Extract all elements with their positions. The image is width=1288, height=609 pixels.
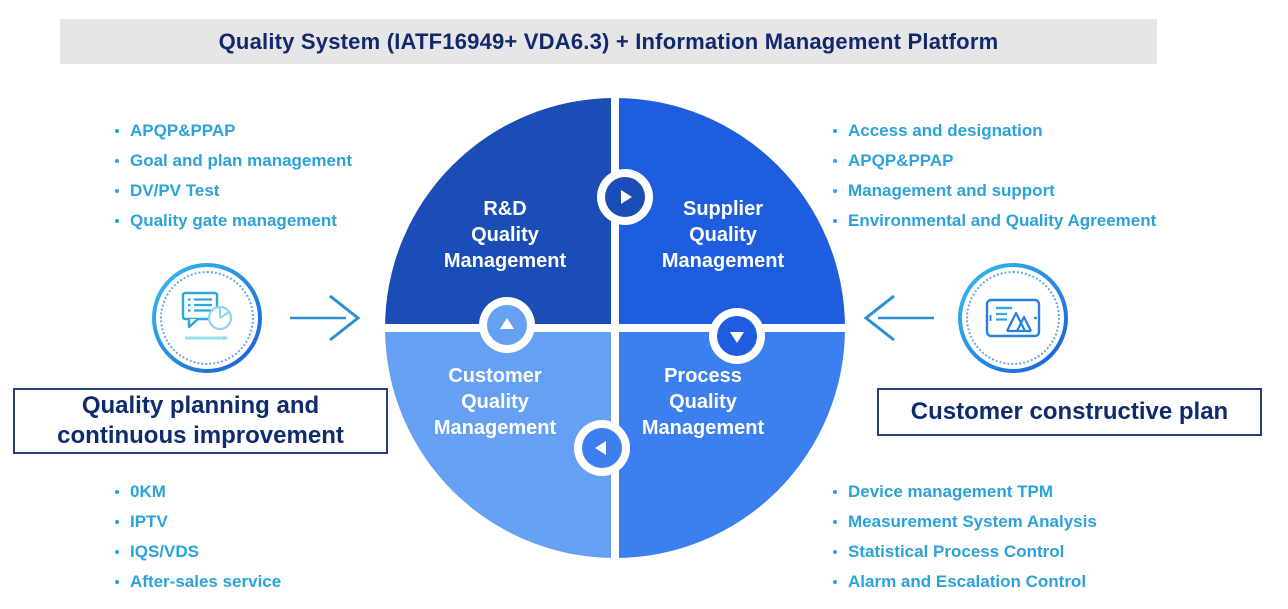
list-item: APQP&PPAP	[115, 116, 352, 146]
supplier-quality-list: Access and designation APQP&PPAP Managem…	[833, 116, 1156, 236]
flow-arrow-right-icon	[290, 294, 361, 342]
bullet-icon	[115, 490, 119, 494]
list-item: Management and support	[833, 176, 1156, 206]
quadrant-process	[619, 332, 845, 558]
quality-planning-callout: Quality planning and continuous improvem…	[13, 388, 388, 454]
list-item: IPTV	[115, 507, 281, 537]
bullet-icon	[115, 219, 119, 223]
list-item: Alarm and Escalation Control	[833, 567, 1097, 597]
knob-supplier-to-process	[709, 308, 765, 364]
quality-cycle-circle: R&D Quality Management Supplier Quality …	[385, 98, 845, 558]
quality-planning-label: Quality planning and continuous improvem…	[57, 392, 344, 449]
bullet-icon	[115, 159, 119, 163]
list-item: After-sales service	[115, 567, 281, 597]
arrow-up-icon	[500, 318, 514, 329]
list-item: Quality gate management	[115, 206, 352, 236]
list-item: Device management TPM	[833, 477, 1097, 507]
bullet-icon	[833, 219, 837, 223]
list-item: Measurement System Analysis	[833, 507, 1097, 537]
list-item: 0KM	[115, 477, 281, 507]
bullet-icon	[115, 580, 119, 584]
bullet-icon	[115, 129, 119, 133]
bullet-icon	[115, 550, 119, 554]
list-item: Environmental and Quality Agreement	[833, 206, 1156, 236]
list-item: APQP&PPAP	[833, 146, 1156, 176]
bullet-icon	[115, 520, 119, 524]
customer-plan-callout: Customer constructive plan	[877, 388, 1262, 436]
list-item: DV/PV Test	[115, 176, 352, 206]
customer-plan-medallion	[958, 263, 1068, 373]
flow-arrow-left-icon	[863, 294, 934, 342]
bullet-icon	[833, 159, 837, 163]
quality-planning-medallion	[152, 263, 262, 373]
chat-report-pie-icon	[181, 291, 233, 341]
tablet-chart-icon	[985, 298, 1041, 338]
bullet-icon	[833, 129, 837, 133]
page-title: Quality System (IATF16949+ VDA6.3) + Inf…	[218, 28, 999, 54]
knob-rd-to-supplier	[597, 169, 653, 225]
title-bar: Quality System (IATF16949+ VDA6.3) + Inf…	[60, 19, 1157, 64]
bullet-icon	[833, 189, 837, 193]
customer-quality-list: 0KM IPTV IQS/VDS After-sales service	[115, 477, 281, 597]
quadrant-rd	[385, 98, 611, 324]
arrow-down-icon	[730, 332, 744, 343]
list-item: Access and designation	[833, 116, 1156, 146]
list-item: Statistical Process Control	[833, 537, 1097, 567]
bullet-icon	[833, 520, 837, 524]
arrow-right-icon	[621, 190, 632, 204]
arrow-left-icon	[595, 441, 606, 455]
list-item: IQS/VDS	[115, 537, 281, 567]
process-quality-list: Device management TPM Measurement System…	[833, 477, 1097, 597]
bullet-icon	[833, 550, 837, 554]
bullet-icon	[115, 189, 119, 193]
bullet-icon	[833, 490, 837, 494]
quadrant-pie	[385, 98, 845, 558]
customer-plan-label: Customer constructive plan	[910, 398, 1229, 425]
rd-quality-list: APQP&PPAP Goal and plan management DV/PV…	[115, 116, 352, 236]
bullet-icon	[833, 580, 837, 584]
list-item: Goal and plan management	[115, 146, 352, 176]
knob-customer-to-rd	[479, 297, 535, 353]
knob-process-to-customer	[574, 420, 630, 476]
quadrant-supplier	[619, 98, 845, 324]
